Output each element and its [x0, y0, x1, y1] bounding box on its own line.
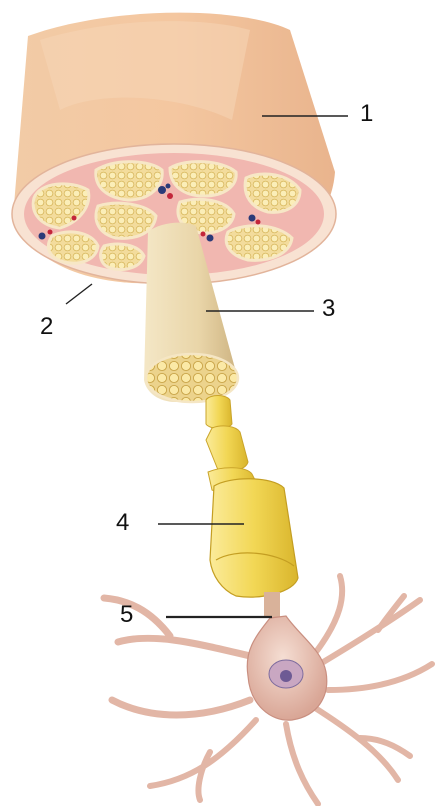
blood-vessel: [249, 215, 256, 222]
myelin-segment: [206, 426, 248, 472]
blood-vessel: [72, 216, 77, 221]
blood-vessel: [167, 193, 173, 199]
dendrite: [320, 596, 420, 664]
blood-vessel: [158, 186, 166, 194]
label-2: 2: [40, 313, 53, 340]
blood-vessel: [48, 230, 53, 235]
blood-vessel: [39, 233, 46, 240]
dendrite: [312, 706, 410, 780]
dendrite: [112, 700, 250, 715]
label-3: 3: [322, 295, 335, 322]
blood-vessel: [207, 235, 214, 242]
fascicle: [245, 174, 300, 212]
blood-vessel: [166, 184, 171, 189]
myelinated-axon: [206, 396, 298, 619]
label-5: 5: [120, 601, 133, 628]
fascicle: [96, 203, 156, 238]
dendrite: [328, 664, 432, 690]
leader-line-2: [66, 284, 92, 304]
neuron-nucleolus: [280, 670, 292, 682]
label-4: 4: [116, 509, 129, 536]
fascicle: [101, 244, 144, 269]
dendrite: [286, 724, 318, 804]
myelin-sheath-large: [210, 479, 298, 597]
blood-vessel: [256, 220, 261, 225]
label-1: 1: [360, 100, 373, 127]
fascicle-stalk-end: [146, 354, 238, 402]
blood-vessel: [201, 232, 206, 237]
dendrite: [316, 576, 342, 652]
fascicle: [96, 162, 162, 200]
myelin-segment: [206, 396, 232, 429]
fascicle: [48, 232, 98, 263]
axon-neck: [264, 592, 280, 618]
fascicle: [170, 162, 236, 196]
dendrite: [150, 720, 256, 800]
